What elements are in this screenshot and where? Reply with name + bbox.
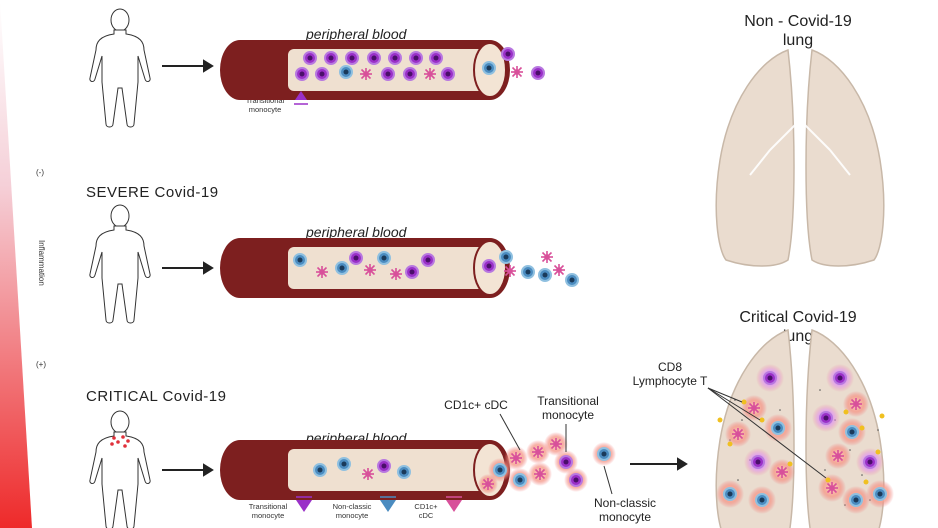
transitional-monocyte-annotation: Transitional monocyte [537,394,599,422]
critical-body-figure [89,410,151,528]
peripheral-blood-label-2: peripheral blood [306,224,407,240]
nonclassic-monocyte-annotation: Non-classic monocyte [593,496,656,524]
blood-vessel-1 [219,39,511,101]
critical-covid-label: CRITICAL Covid-19 [86,388,227,405]
peripheral-blood-label-1: peripheral blood [306,26,407,42]
annotation-lines [499,387,827,495]
row3-cells [313,432,616,494]
legend-transitional-label-3: Transitional monocyte [248,502,288,520]
normal-lung-title: Non - Covid-19 lung [744,13,852,49]
arrows [162,59,688,477]
critical-lung-title: Critical Covid-19 lung [739,309,857,345]
inflammation-gradient-bar [0,0,32,528]
critical-legend-markers [296,496,462,512]
legend-nonclassic-label: Non-classic monocyte [332,502,372,520]
critical-lung-cells [716,364,894,514]
healthy-body-figure [89,8,151,128]
inflammation-plus-label: (+) [36,360,46,369]
cd1c-cdc-annotation: CD1c+ cDC [444,398,508,412]
blood-vessel-2 [219,237,511,299]
severe-covid-label: SEVERE Covid-19 [86,184,219,201]
lung-infection-marks [110,435,130,448]
cd8-lymphocytes [717,399,885,485]
legend-transitional-label-1: Transitional monocyte [245,96,285,114]
cd8-lymphocyte-annotation: CD8 Lymphocyte T [632,360,708,388]
legend-transitional-marker-1 [294,91,308,105]
inflammation-minus-label: (-) [36,168,44,177]
severe-body-figure [89,204,151,324]
legend-cdc-label: CD1c+ cDC [414,502,438,520]
